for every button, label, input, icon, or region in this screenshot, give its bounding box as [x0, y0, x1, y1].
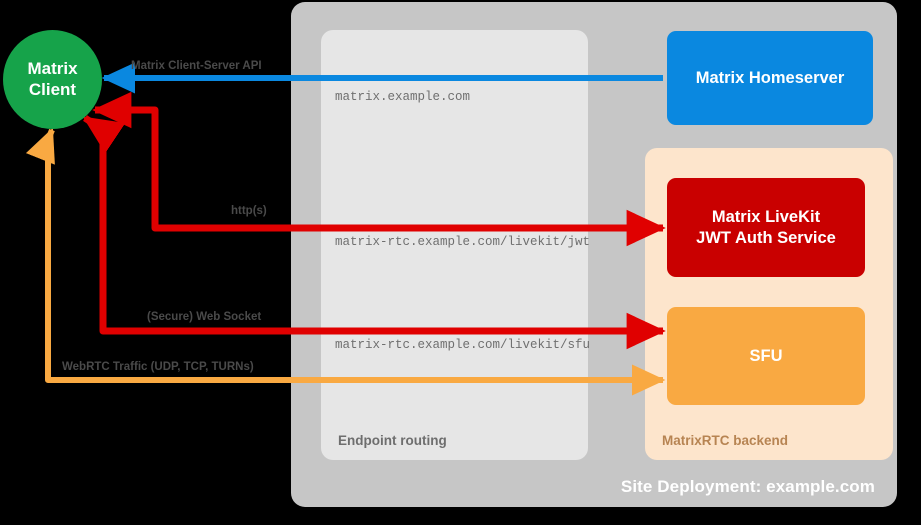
node-sfu-label: SFU [749, 346, 783, 365]
wire-secure-web-socket [82, 115, 663, 335]
node-matrix-homeserver-label: Matrix Homeserver [695, 68, 845, 87]
wire-label-webrtc-traffic: WebRTC Traffic (UDP, TCP, TURNs) [62, 361, 254, 373]
endpoint-routing-label: Endpoint routing [338, 433, 447, 448]
endpoint-routing-container: matrix.example.com matrix-rtc.example.co… [321, 30, 591, 460]
node-matrix-client-label-line1: Matrix [27, 59, 78, 79]
node-jwt-label-line1: Matrix LiveKit [711, 207, 821, 226]
route-livekit-sfu-path: matrix-rtc.example.com/livekit/sfu [335, 338, 591, 352]
site-deployment-label: Site Deployment: example.com [620, 477, 875, 496]
node-jwt-label-line2: JWT Auth Service [696, 228, 836, 247]
wire-label-https: http(s) [231, 205, 267, 217]
node-matrix-livekit-jwt-auth-service[interactable]: Matrix LiveKit JWT Auth Service [667, 178, 865, 277]
matrixrtc-backend-label: MatrixRTC backend [662, 433, 789, 448]
node-matrix-client[interactable]: Matrix Client [3, 30, 102, 129]
wire-https-out [92, 91, 663, 232]
wire-webrtc-traffic [25, 127, 663, 383]
node-sfu[interactable]: SFU [667, 307, 865, 405]
wire-label-matrix-client-server-api: Matrix Client-Server API [131, 60, 262, 72]
route-livekit-jwt-path: matrix-rtc.example.com/livekit/jwt [335, 235, 591, 249]
route-matrix-host: matrix.example.com [335, 90, 471, 104]
node-matrix-homeserver[interactable]: Matrix Homeserver [667, 31, 873, 125]
wire-label-secure-web-socket: (Secure) Web Socket [147, 311, 262, 323]
node-matrix-client-label-line2: Client [28, 79, 77, 99]
